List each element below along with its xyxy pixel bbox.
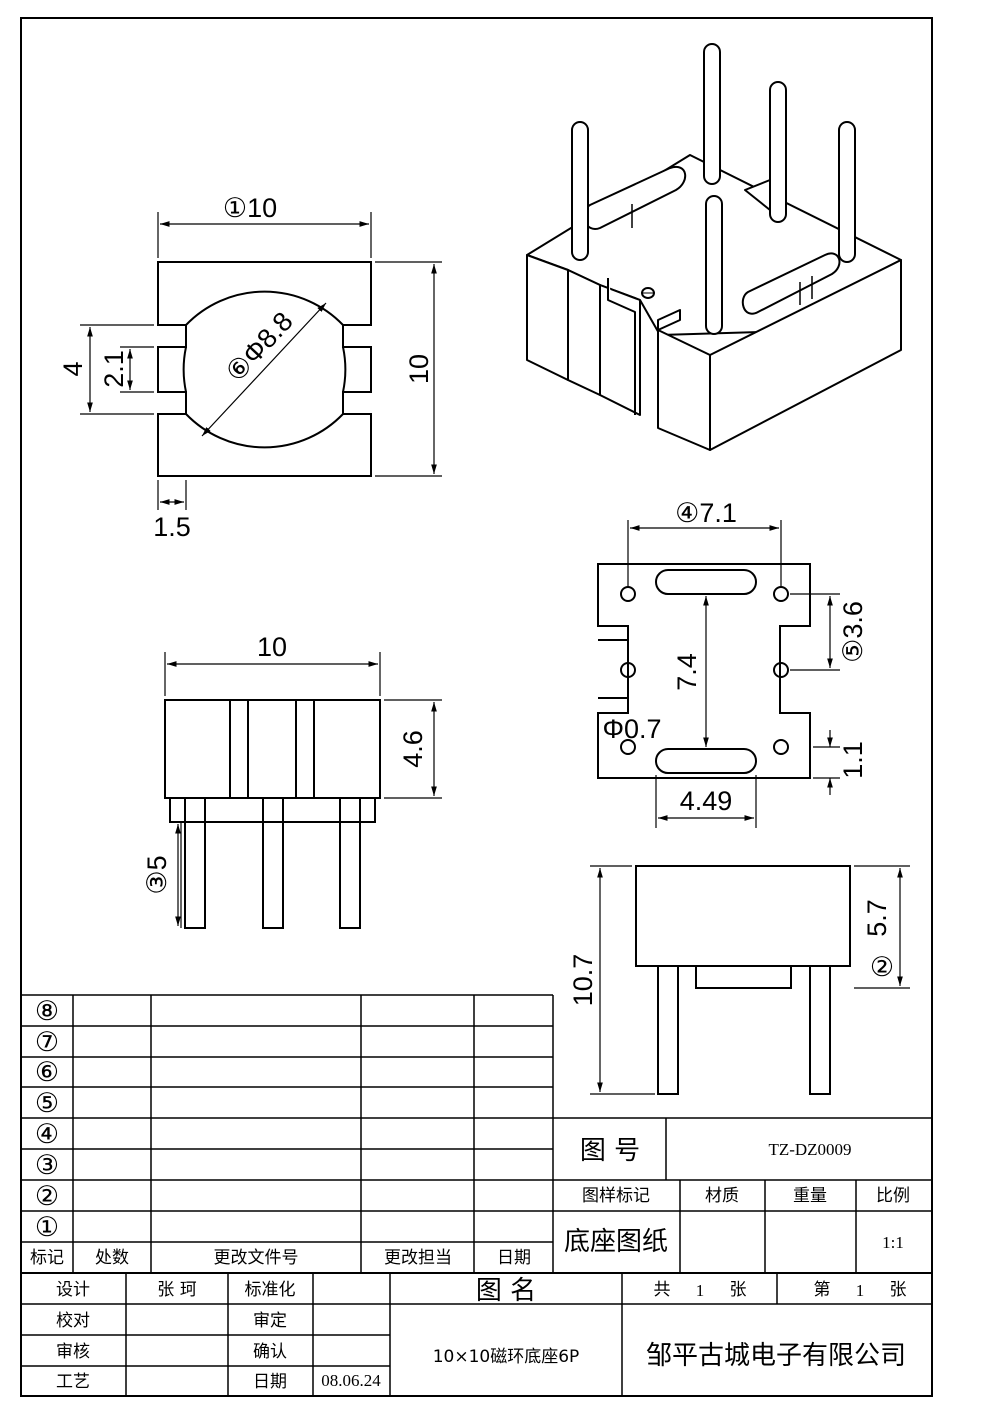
dim-front-width: 10 bbox=[257, 632, 287, 662]
revision-mark-8: ⑧ bbox=[35, 996, 59, 1026]
revision-mark-4: ④ bbox=[35, 1119, 59, 1149]
dim-top-width: ①10 bbox=[223, 193, 277, 223]
standard-label: 标准化 bbox=[245, 1280, 296, 1300]
mark-value: 底座图纸 bbox=[564, 1227, 668, 1257]
top-view bbox=[80, 212, 442, 510]
date-value: 08.06.24 bbox=[321, 1371, 381, 1390]
check-label: 校对 bbox=[56, 1311, 90, 1331]
revision-mark-1: ① bbox=[35, 1212, 59, 1242]
confirm-label: 确认 bbox=[253, 1342, 287, 1362]
dim-edge: 1.1 bbox=[838, 741, 868, 779]
revision-mark-3: ③ bbox=[35, 1150, 59, 1180]
total-unit: 张 bbox=[730, 1280, 747, 1300]
dim-pin-spacing: ④7.1 bbox=[675, 498, 737, 528]
dim-pin-length: ③5 bbox=[142, 855, 172, 894]
dim-slot-outer: 4 bbox=[58, 361, 88, 376]
header-count: 处数 bbox=[95, 1248, 129, 1268]
revision-table bbox=[21, 994, 932, 1274]
header-change-owner: 更改担当 bbox=[384, 1248, 452, 1268]
dim-hole: Φ0.7 bbox=[602, 714, 661, 744]
company-name: 邹平古城电子有限公司 bbox=[646, 1341, 906, 1371]
dim-slot-width: 4.49 bbox=[680, 786, 733, 816]
dim-pin-pitch: ⑤3.6 bbox=[838, 601, 868, 663]
drawing-no: TZ-DZ0009 bbox=[768, 1140, 851, 1159]
bottom-view bbox=[597, 520, 840, 828]
dim-center: 7.4 bbox=[672, 653, 702, 691]
drawing-border bbox=[20, 17, 933, 1397]
dim-wall: 1.5 bbox=[153, 512, 191, 542]
dim-top-height: 10 bbox=[404, 354, 434, 384]
revision-mark-2: ② bbox=[35, 1181, 59, 1211]
name-value: 10×10磁环底座6P bbox=[433, 1347, 580, 1367]
design-label: 设计 bbox=[56, 1280, 90, 1300]
dim-mark: ② bbox=[870, 952, 894, 982]
process-label: 工艺 bbox=[56, 1372, 90, 1392]
drawing-no-label: 图 号 bbox=[580, 1136, 640, 1166]
header-mark: 标记 bbox=[30, 1248, 64, 1268]
scale-label: 比例 bbox=[876, 1186, 910, 1206]
dim-slot-inner: 2.1 bbox=[99, 350, 129, 388]
page-value: 1 bbox=[856, 1281, 865, 1300]
revision-mark-5: ⑤ bbox=[35, 1088, 59, 1118]
revision-mark-7: ⑦ bbox=[35, 1027, 59, 1057]
side-view bbox=[590, 865, 910, 1095]
dim-body-height: 5.7 bbox=[862, 899, 892, 937]
page-unit: 张 bbox=[890, 1280, 907, 1300]
total-label: 共 bbox=[654, 1280, 671, 1300]
audit-label: 审核 bbox=[56, 1342, 90, 1362]
dim-diameter: ⑥Φ8.8 bbox=[220, 306, 299, 387]
name-label: 图 名 bbox=[476, 1276, 536, 1306]
dim-total-height: 10.7 bbox=[568, 954, 598, 1007]
material-label: 材质 bbox=[705, 1186, 739, 1206]
dim-front-height: 4.6 bbox=[398, 730, 428, 768]
revision-mark-6: ⑥ bbox=[35, 1057, 59, 1087]
page-label: 第 bbox=[814, 1280, 831, 1300]
date-label: 日期 bbox=[253, 1372, 287, 1392]
review-label: 审定 bbox=[253, 1311, 287, 1331]
title-block bbox=[21, 1117, 932, 1396]
scale-value: 1:1 bbox=[882, 1233, 904, 1252]
total-value: 1 bbox=[696, 1281, 705, 1300]
weight-label: 重量 bbox=[793, 1186, 827, 1206]
header-change-doc: 更改文件号 bbox=[214, 1248, 299, 1268]
front-view bbox=[164, 652, 442, 929]
header-date: 日期 bbox=[497, 1248, 531, 1268]
designer: 张 珂 bbox=[157, 1280, 196, 1300]
isometric-view bbox=[526, 43, 902, 451]
mark-label: 图样标记 bbox=[582, 1186, 650, 1206]
